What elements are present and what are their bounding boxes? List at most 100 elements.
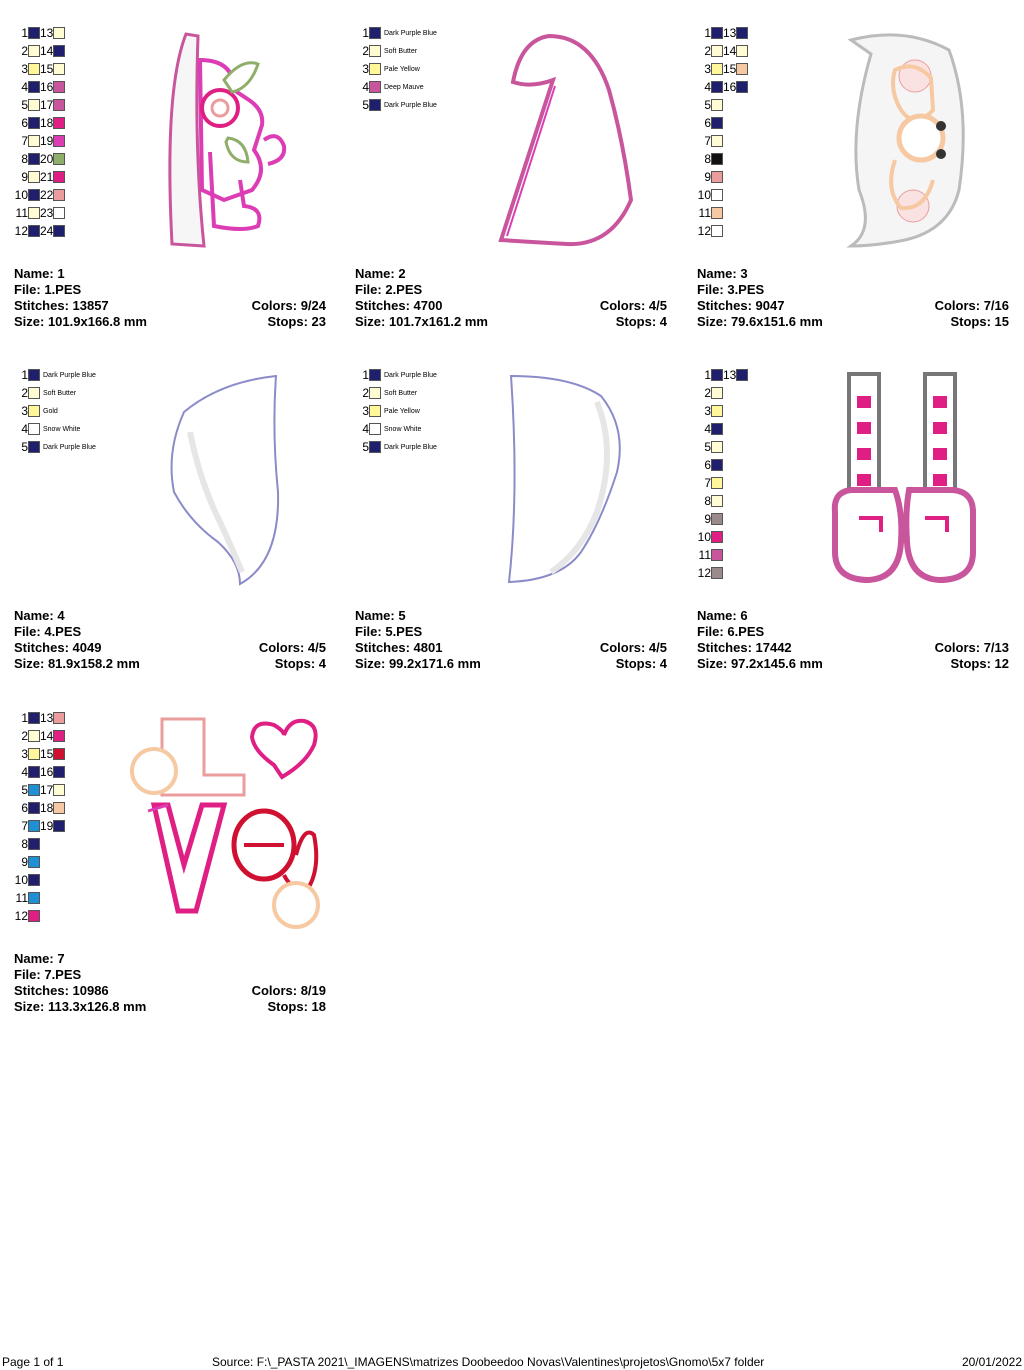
swatch-color (28, 99, 40, 111)
swatch-color-name: Pale Yellow (384, 65, 420, 73)
swatch-color (28, 387, 40, 399)
swatch-color (28, 766, 40, 778)
swatch-number: 22 (40, 188, 54, 202)
swatch-color (711, 531, 723, 543)
swatch-number: 3 (704, 62, 711, 76)
swatch-color (711, 189, 723, 201)
swatch-color (53, 225, 66, 237)
swatch-number: 5 (704, 98, 711, 112)
color-swatch-row: 5 (697, 438, 723, 456)
swatch-number: 3 (704, 404, 711, 418)
swatch-number: 14 (40, 44, 54, 58)
swatch-number: 16 (40, 80, 54, 94)
swatch-number: 12 (14, 909, 28, 923)
swatch-number: 13 (40, 711, 54, 725)
swatch-number: 5 (21, 783, 28, 797)
swatch-color (711, 477, 723, 489)
swatch-number: 5 (21, 440, 28, 454)
swatch-color (53, 820, 66, 832)
swatch-color (53, 712, 66, 724)
design-name: Name: 6 (697, 608, 748, 623)
swatch-number: 7 (21, 819, 28, 833)
swatch-color (53, 117, 66, 129)
swatch-color (28, 802, 40, 814)
page-number: Page 1 of 1 (2, 1355, 64, 1369)
color-swatch-row: 12 (14, 907, 40, 925)
design-preview (130, 717, 320, 929)
swatch-color (53, 802, 66, 814)
swatch-number: 4 (704, 80, 711, 94)
swatch-color-name: Dark Purple Blue (384, 29, 437, 37)
design-name: Name: 2 (355, 266, 406, 281)
swatch-color (53, 784, 66, 796)
swatch-color (736, 63, 749, 75)
design-file: File: 5.PES (355, 624, 423, 639)
swatch-color (28, 225, 40, 237)
design-size: Size: 101.7x161.2 mm (355, 314, 488, 329)
swatch-color (711, 135, 723, 147)
swatch-color (28, 81, 40, 93)
swatch-color (28, 63, 40, 75)
swatch-color (711, 27, 723, 39)
swatch-number: 8 (704, 494, 711, 508)
swatch-number: 16 (723, 80, 737, 94)
swatch-color (369, 27, 381, 39)
design-name: Name: 3 (697, 266, 748, 281)
design-stitches: Stitches: 4700 (355, 298, 443, 313)
swatch-color-name: Soft Butter (43, 389, 77, 397)
swatch-number: 3 (362, 62, 369, 76)
color-swatch-row: 4 (697, 420, 723, 438)
swatch-number: 17 (40, 98, 54, 112)
design-file: File: 3.PES (697, 282, 765, 297)
swatch-number: 11 (698, 548, 711, 562)
design-stops: Stops: 4 (615, 656, 667, 671)
color-swatch-row: 10 (14, 871, 40, 889)
swatch-number: 15 (723, 62, 737, 76)
swatch-number: 15 (40, 62, 54, 76)
design-colors: Colors: 4/5 (599, 640, 667, 655)
swatch-color-name: Dark Purple Blue (43, 443, 96, 451)
swatch-color (369, 45, 381, 57)
swatch-color (711, 549, 723, 561)
design-file: File: 1.PES (14, 282, 82, 297)
color-swatch-row: 10 (697, 528, 723, 546)
swatch-color (369, 405, 381, 417)
design-stitches: Stitches: 4049 (14, 640, 102, 655)
swatch-number: 2 (704, 44, 711, 58)
color-swatch-row: 11 (697, 546, 723, 564)
color-swatch-row: 10 (697, 186, 723, 204)
swatch-color (53, 135, 66, 147)
design-stitches: Stitches: 4801 (355, 640, 443, 655)
swatch-number: 7 (704, 476, 711, 490)
swatch-number: 11 (15, 891, 28, 905)
color-swatch-row: 3 15 (697, 60, 749, 78)
design-size: Size: 101.9x166.8 mm (14, 314, 147, 329)
color-swatch-row: 11 (14, 889, 40, 907)
swatch-color-name: Soft Butter (384, 47, 418, 55)
swatch-number: 9 (704, 170, 711, 184)
color-swatch-row: 12 (697, 222, 723, 240)
swatch-color (28, 45, 40, 57)
color-swatch-row: 8 (14, 835, 40, 853)
swatch-color (711, 459, 723, 471)
swatch-color (28, 207, 40, 219)
design-stitches: Stitches: 17442 (697, 640, 792, 655)
swatch-color (736, 369, 749, 381)
